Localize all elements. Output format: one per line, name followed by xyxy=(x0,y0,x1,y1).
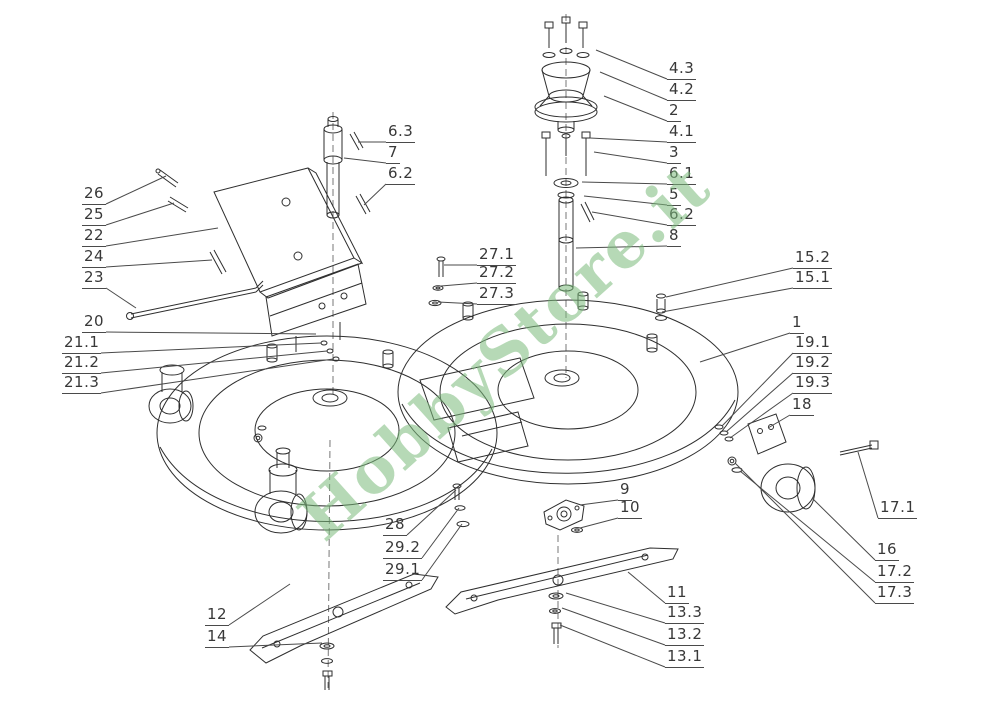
part-label-4.1: 4.1 xyxy=(667,124,697,143)
part-label-29.1: 29.1 xyxy=(383,562,423,581)
mounting-plate xyxy=(213,167,367,352)
front-caster xyxy=(254,447,308,534)
part-label-20: 20 xyxy=(82,314,107,333)
part-label-10: 10 xyxy=(618,500,643,519)
part-label-7: 7 xyxy=(386,145,401,164)
part-label-27.3: 27.3 xyxy=(477,286,517,305)
part-label-21.2: 21.2 xyxy=(62,355,102,374)
part-label-21.1: 21.1 xyxy=(62,335,102,354)
part-label-11: 11 xyxy=(665,585,690,604)
part-label-29.2: 29.2 xyxy=(383,540,423,559)
part-label-26: 26 xyxy=(82,186,107,205)
deck-shell xyxy=(156,299,739,531)
blade-adapter xyxy=(543,499,585,533)
part-label-1: 1 xyxy=(790,315,805,334)
part-label-5: 5 xyxy=(667,187,682,206)
part-label-6.1: 6.1 xyxy=(667,166,697,185)
part-label-6.2: 6.2 xyxy=(386,166,416,185)
part-label-8: 8 xyxy=(667,228,682,247)
part-label-25: 25 xyxy=(82,207,107,226)
deck-studs xyxy=(253,291,658,443)
fasteners-28-29 xyxy=(452,483,470,528)
height-rod xyxy=(126,280,264,320)
part-label-6.2: 6.2 xyxy=(667,207,697,226)
left-spindle-shaft xyxy=(323,116,371,219)
part-label-17.2: 17.2 xyxy=(875,564,915,583)
part-label-15.1: 15.1 xyxy=(793,270,833,289)
spindle-shaft xyxy=(553,178,595,292)
left-blade xyxy=(249,573,439,690)
part-label-22: 22 xyxy=(82,228,107,247)
part-label-18: 18 xyxy=(790,397,815,416)
part-label-23: 23 xyxy=(82,270,107,289)
right-bracket-fasteners xyxy=(714,413,879,473)
part-label-19.2: 19.2 xyxy=(793,355,833,374)
right-blade xyxy=(445,547,679,644)
part-label-2: 2 xyxy=(667,103,682,122)
part-label-3: 3 xyxy=(667,145,682,164)
spindle-top-fasteners xyxy=(542,16,590,58)
part-label-13.1: 13.1 xyxy=(665,649,705,668)
part-label-16: 16 xyxy=(875,542,900,561)
part-label-28: 28 xyxy=(383,517,408,536)
fasteners-27 xyxy=(428,256,446,307)
part-label-4.3: 4.3 xyxy=(667,61,697,80)
part-label-14: 14 xyxy=(205,629,230,648)
part-label-19.3: 19.3 xyxy=(793,375,833,394)
part-label-17.1: 17.1 xyxy=(878,500,918,519)
part-label-6.3: 6.3 xyxy=(386,124,416,143)
part-label-27.1: 27.1 xyxy=(477,247,517,266)
spindle-bolts xyxy=(541,131,591,176)
part-label-17.3: 17.3 xyxy=(875,585,915,604)
side-parts-15 xyxy=(655,293,667,321)
part-label-15.2: 15.2 xyxy=(793,250,833,269)
part-label-21.3: 21.3 xyxy=(62,375,102,394)
part-label-27.2: 27.2 xyxy=(477,265,517,284)
part-label-4.2: 4.2 xyxy=(667,82,697,101)
part-label-9: 9 xyxy=(618,482,633,501)
part-label-19.1: 19.1 xyxy=(793,335,833,354)
spindle-housing xyxy=(534,61,598,134)
part-label-12: 12 xyxy=(205,607,230,626)
pins xyxy=(155,168,227,275)
part-label-13.3: 13.3 xyxy=(665,605,705,624)
center-channel xyxy=(419,357,535,463)
part-label-13.2: 13.2 xyxy=(665,627,705,646)
part-label-24: 24 xyxy=(82,249,107,268)
rear-caster xyxy=(148,364,194,424)
